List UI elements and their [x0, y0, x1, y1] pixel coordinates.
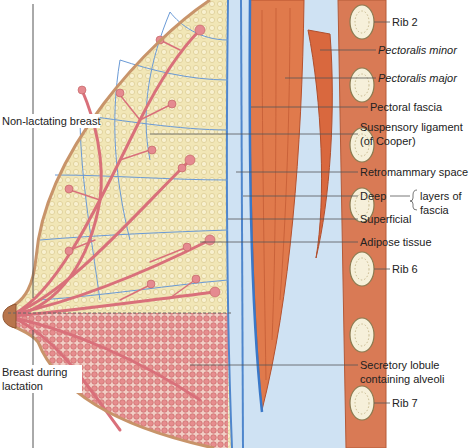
- leader-line: [374, 22, 390, 23]
- rib-inner: [355, 74, 369, 96]
- fascia-brace: [390, 190, 417, 210]
- rib: [350, 318, 374, 352]
- leader-line: [236, 172, 358, 173]
- rib: [350, 386, 374, 420]
- fascia-label: Pectoral fascia: [370, 100, 442, 114]
- pectoralis-major-muscle: [250, 0, 304, 410]
- leader-line: [374, 403, 390, 404]
- lobule: [192, 275, 200, 283]
- ligament: [170, 12, 228, 40]
- region-label: Breast during lactation: [2, 365, 82, 393]
- region-bracket: [33, 4, 34, 298]
- leader-line: [320, 50, 376, 51]
- leader-line: [374, 269, 390, 270]
- pectoralis-minor-muscle: [308, 30, 332, 258]
- ribs: [350, 5, 374, 420]
- ligament: [55, 175, 228, 180]
- region-label: Non-lactating breast: [2, 114, 100, 128]
- lobule: [205, 235, 215, 245]
- lobule: [65, 185, 73, 193]
- fascia-label: Superficial: [360, 212, 411, 226]
- leader-line: [251, 107, 368, 108]
- lobule: [210, 287, 220, 297]
- ligament: [40, 280, 228, 300]
- lactating-lobules: [0, 313, 228, 448]
- rib: [350, 68, 374, 102]
- deep-fascia-line: [241, 0, 243, 448]
- fascia-group-label: layers of fascia: [420, 189, 474, 217]
- lactating-region: [0, 313, 228, 448]
- lobule: [65, 247, 73, 255]
- muscle-label: Pectoralis minor: [378, 43, 457, 57]
- lobule: [147, 280, 155, 288]
- lobule-label: Secretory lobule containing alveoli: [360, 358, 470, 386]
- ligament: [40, 230, 228, 240]
- leader-line: [285, 78, 376, 79]
- nipple: [3, 304, 16, 328]
- lobule: [168, 100, 176, 108]
- lobule: [148, 146, 156, 154]
- rib-inner: [355, 324, 369, 346]
- superficial-fascia-line: [227, 0, 232, 448]
- rib-marrow: [355, 11, 369, 414]
- rib-inner: [355, 392, 369, 414]
- fascia-label: Deep: [360, 189, 386, 203]
- lobule: [78, 86, 86, 94]
- leader-line: [190, 365, 358, 366]
- rib-inner: [355, 11, 369, 33]
- leader-line: [150, 134, 358, 135]
- retromammary-space: [227, 0, 243, 448]
- leader-line: [228, 219, 358, 220]
- ligament: [80, 115, 228, 130]
- lobule: [185, 155, 195, 165]
- lobule-clusters: [65, 25, 220, 297]
- rib-label: Rib 7: [392, 396, 418, 410]
- leader-lines: [150, 22, 417, 403]
- leader-line: [200, 242, 358, 243]
- muscle-label: Pectoralis major: [378, 71, 457, 85]
- divider-line: [8, 313, 232, 314]
- pectoral-fascia-line: [250, 0, 262, 412]
- space-label: Retromammary space: [360, 165, 468, 179]
- leader-line: [243, 196, 358, 197]
- rib-label: Rib 6: [392, 262, 418, 276]
- rib-inner: [355, 258, 369, 280]
- muscle-striations: [262, 8, 290, 380]
- lobule: [195, 25, 205, 35]
- tissue-label: Adipose tissue: [360, 235, 432, 249]
- lobule: [178, 164, 186, 172]
- duct-branches: [70, 40, 195, 300]
- lobule: [183, 243, 191, 251]
- rib-label: Rib 2: [392, 15, 418, 29]
- lobule: [116, 89, 124, 97]
- branch: [70, 40, 195, 300]
- rib: [350, 252, 374, 286]
- duct: [14, 30, 200, 314]
- rib: [350, 5, 374, 39]
- ligament-label: Suspensory ligament (of Cooper): [360, 120, 472, 148]
